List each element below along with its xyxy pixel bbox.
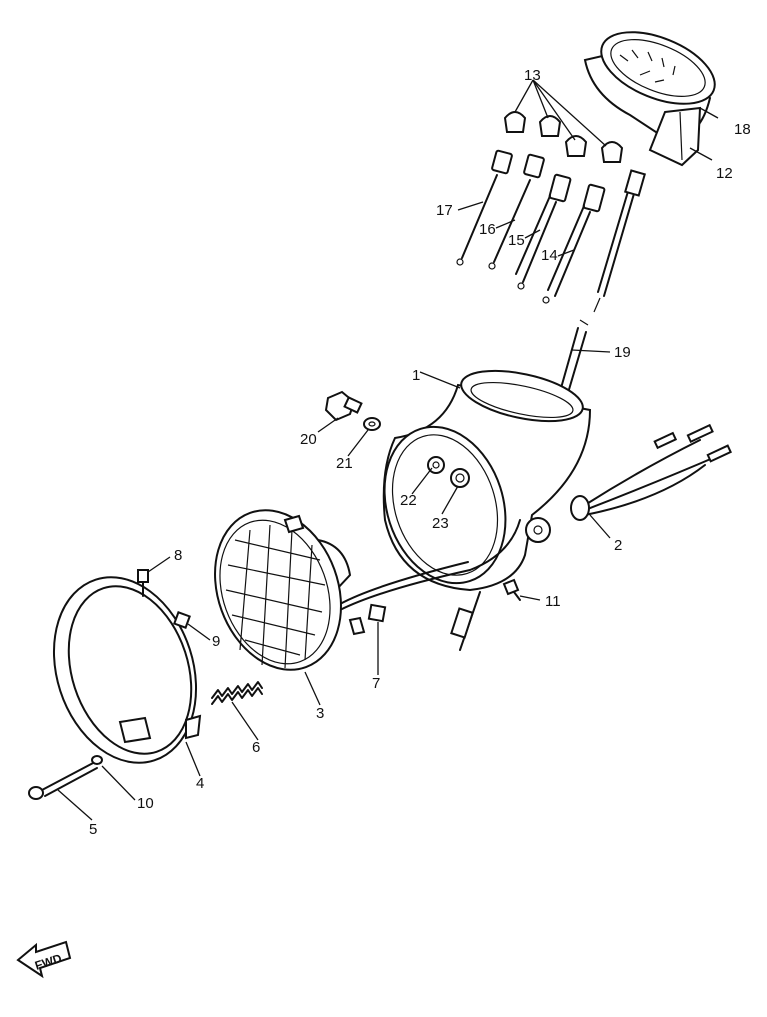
callout-15: 15 <box>508 232 525 249</box>
callout-5: 5 <box>89 821 97 838</box>
callout-16: 16 <box>479 221 496 238</box>
callout-1: 1 <box>412 367 420 384</box>
callout-6: 6 <box>252 739 260 756</box>
callout-21: 21 <box>336 455 353 472</box>
callout-labels: 1 2 3 4 5 6 7 8 9 10 11 12 13 14 15 16 1… <box>89 67 751 838</box>
headlight-rim <box>52 576 202 764</box>
callout-13: 13 <box>524 67 541 84</box>
callout-8: 8 <box>174 547 182 564</box>
callout-4: 4 <box>196 775 204 792</box>
adjust-nut <box>367 603 387 623</box>
callout-19: 19 <box>614 344 631 361</box>
adjust-spring <box>211 681 263 705</box>
callout-3: 3 <box>316 705 324 722</box>
headlight-socket-lead <box>450 591 481 651</box>
callout-11: 11 <box>545 593 561 610</box>
callout-9: 9 <box>212 633 220 650</box>
callout-10: 10 <box>137 795 154 812</box>
indicator-bulbs <box>456 111 646 313</box>
callout-2: 2 <box>614 537 622 554</box>
callout-12: 12 <box>716 165 733 182</box>
adjust-washer <box>91 755 103 765</box>
rim-screw <box>137 569 149 597</box>
callout-23: 23 <box>432 515 449 532</box>
callout-14: 14 <box>541 247 558 264</box>
callout-17: 17 <box>436 202 453 219</box>
callout-20: 20 <box>300 431 317 448</box>
callout-7: 7 <box>372 675 380 692</box>
housing-bolt <box>502 578 521 601</box>
fwd-arrow-icon: FWD <box>16 940 72 979</box>
washer <box>363 417 381 431</box>
adjust-screw <box>28 761 98 800</box>
headlight-housing <box>382 369 592 592</box>
speedometer-assembly <box>583 31 716 167</box>
mounting-bolt <box>324 390 363 422</box>
wiring-harness <box>339 423 732 611</box>
rim-nut <box>173 611 191 629</box>
callout-22: 22 <box>400 492 417 509</box>
callout-18: 18 <box>734 121 751 138</box>
sealed-beam-unit <box>214 509 366 671</box>
leader-lines <box>57 79 719 821</box>
